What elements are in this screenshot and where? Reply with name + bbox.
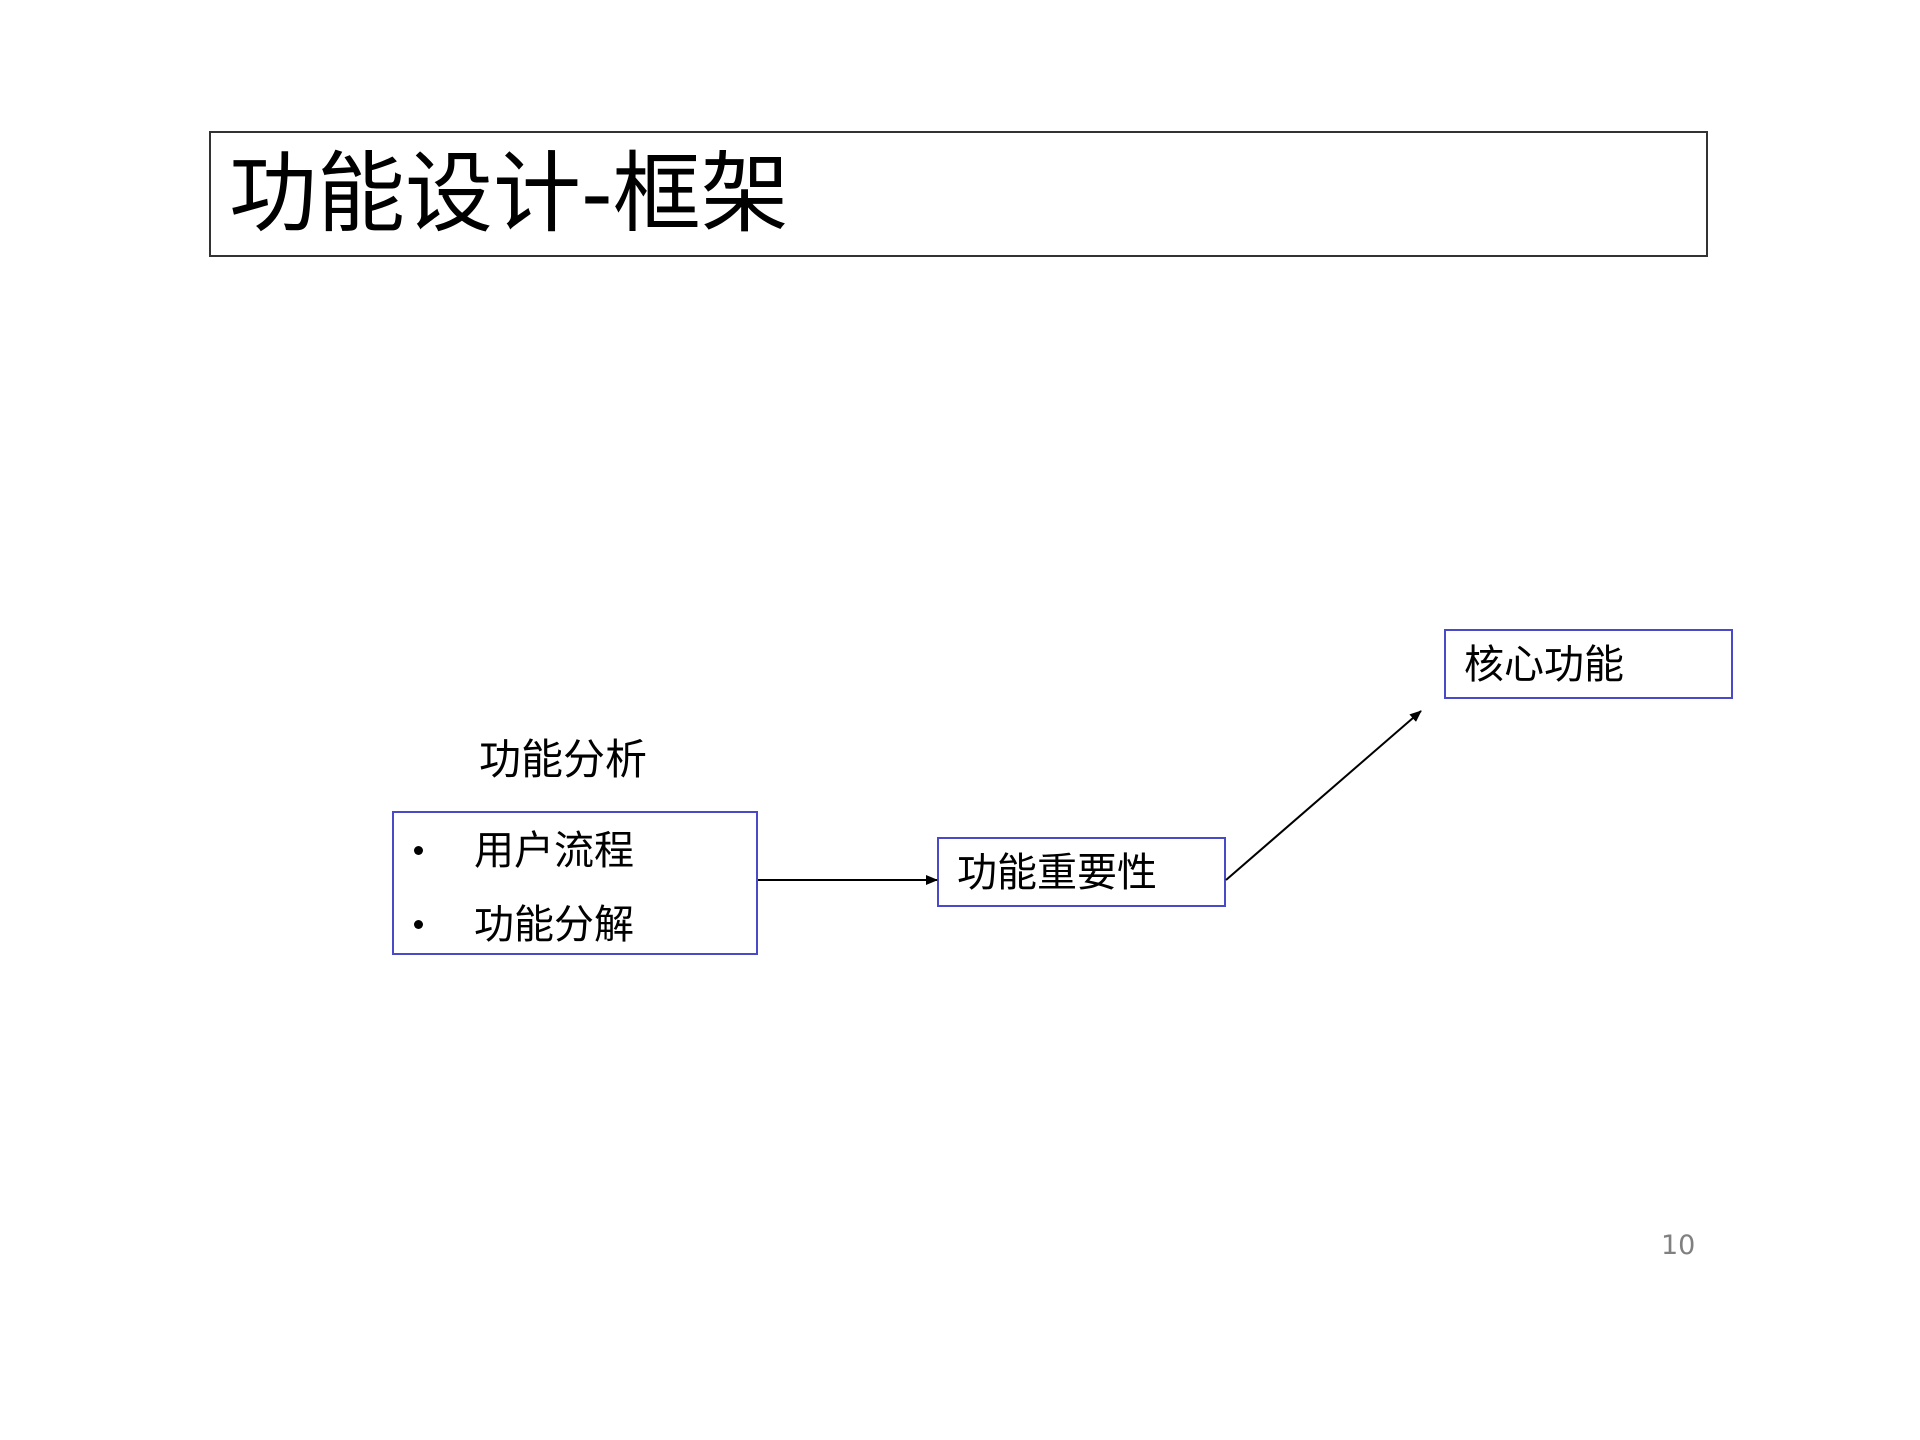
importance-node-label: 功能重要性 [957, 850, 1157, 896]
analysis-node: 用户流程 功能分解 [392, 811, 758, 955]
bullet-icon [414, 920, 423, 929]
analysis-item: 功能分解 [394, 899, 756, 951]
analysis-heading: 功能分析 [479, 735, 648, 784]
title-box: 功能设计-框架 [209, 131, 1708, 257]
bullet-icon [414, 846, 423, 855]
slide-title: 功能设计-框架 [229, 142, 789, 245]
core-node: 核心功能 [1444, 629, 1733, 699]
core-node-label: 核心功能 [1464, 642, 1624, 688]
page-number: 10 [1661, 1230, 1696, 1261]
analysis-item-label: 用户流程 [474, 828, 634, 874]
importance-node: 功能重要性 [937, 837, 1226, 907]
analysis-item: 用户流程 [394, 825, 756, 877]
arrow-importance-to-core [1225, 710, 1422, 881]
analysis-item-label: 功能分解 [474, 902, 634, 948]
